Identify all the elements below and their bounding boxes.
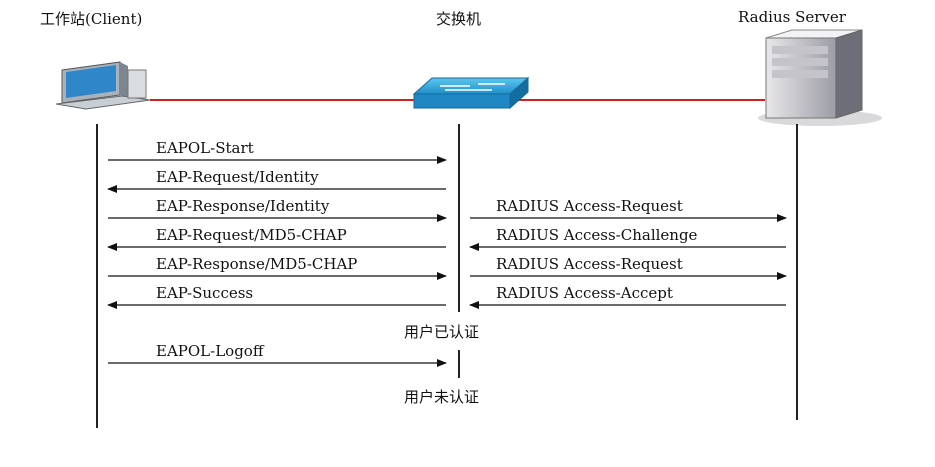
unauthenticated-note: 用户未认证 bbox=[404, 388, 480, 406]
switch-title: 交换机 bbox=[436, 10, 482, 28]
server-tower-icon bbox=[758, 29, 882, 126]
server-message-label-2: RADIUS Access-Request bbox=[496, 255, 683, 273]
server-message-label-0: RADIUS Access-Request bbox=[496, 197, 683, 215]
server-title: Radius Server bbox=[738, 8, 846, 26]
client-message-label-4: EAP-Response/MD5-CHAP bbox=[156, 255, 358, 273]
client-title: 工作站(Client) bbox=[40, 10, 143, 28]
client-message-label-3: EAP-Request/MD5-CHAP bbox=[156, 226, 347, 244]
network-switch-icon bbox=[412, 76, 530, 110]
client-message-label-0: EAPOL-Start bbox=[156, 139, 254, 157]
client-message-label-5: EAP-Success bbox=[156, 284, 254, 302]
client-message-label-1: EAP-Request/Identity bbox=[156, 168, 319, 186]
computer-icon bbox=[55, 61, 151, 110]
authenticated-note: 用户已认证 bbox=[404, 323, 480, 341]
server-message-label-1: RADIUS Access-Challenge bbox=[496, 226, 698, 244]
client-message-label-6: EAPOL-Logoff bbox=[156, 342, 264, 360]
server-message-label-3: RADIUS Access-Accept bbox=[496, 284, 673, 302]
message-arrows bbox=[107, 156, 787, 367]
client-message-label-2: EAP-Response/Identity bbox=[156, 197, 330, 215]
